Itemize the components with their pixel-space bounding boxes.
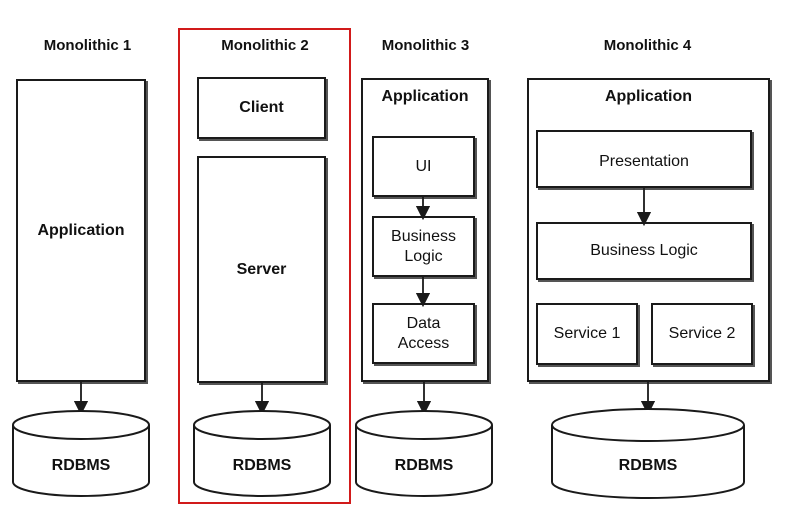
monolithic-4-service-1-box: Service 1 xyxy=(536,303,638,365)
monolithic-4-business-logic-box: Business Logic xyxy=(536,222,752,280)
monolithic-3-frame-title: Application xyxy=(381,88,469,105)
monolithic-4-database xyxy=(551,408,745,499)
monolithic-3-database xyxy=(355,410,493,497)
monolithic-2-server-box: Server xyxy=(197,156,326,383)
monolithic-2-title: Monolithic 2 xyxy=(221,37,309,54)
monolithic-4-service-2-box: Service 2 xyxy=(651,303,753,365)
monolithic-4-frame-title: Application xyxy=(604,88,693,105)
monolithic-1-title: Monolithic 1 xyxy=(43,37,132,54)
monolithic-4-presentation-box: Presentation xyxy=(536,130,752,188)
monolithic-2-highlight xyxy=(178,28,351,504)
monolithic-3-data-access-box: Data Access xyxy=(372,303,475,364)
monolithic-4-title: Monolithic 4 xyxy=(603,37,692,54)
monolithic-3-ui-box: UI xyxy=(372,136,475,197)
monolithic-3-db-label: RDBMS xyxy=(394,457,454,474)
monolithic-2-db-label: RDBMS xyxy=(232,457,292,474)
monolithic-2-client-box: Client xyxy=(197,77,326,139)
monolithic-4-db-label: RDBMS xyxy=(618,457,678,474)
monolithic-1-db-label: RDBMS xyxy=(51,457,111,474)
monolithic-1-database xyxy=(12,410,150,497)
monolithic-2-database xyxy=(193,410,331,497)
monolithic-1-application-box: Application xyxy=(16,79,146,382)
monolithic-3-title: Monolithic 3 xyxy=(381,37,470,54)
